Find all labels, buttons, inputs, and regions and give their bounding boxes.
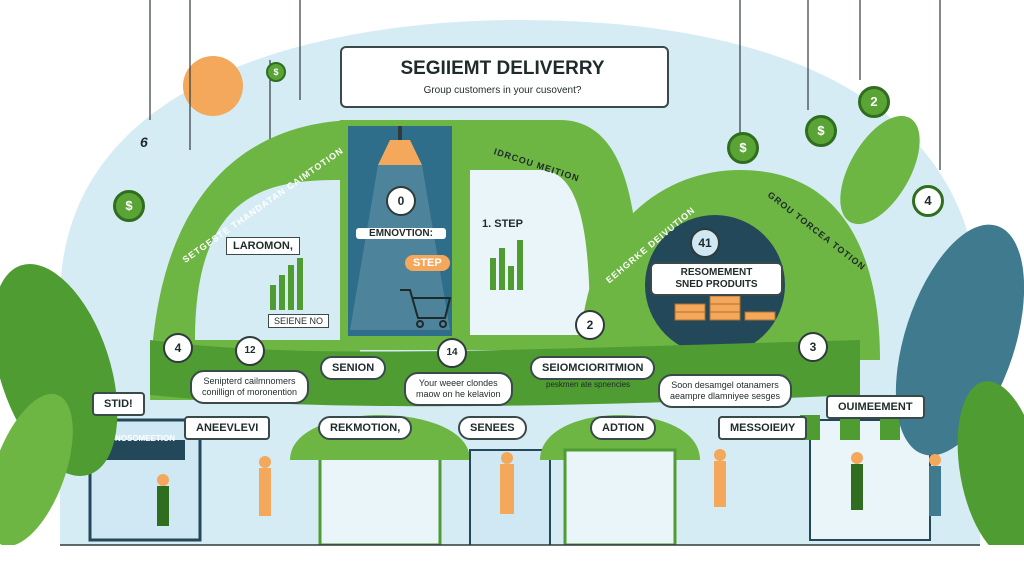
coin-six: 6 — [140, 134, 148, 150]
page-subtitle: Group customers in your cusovent? — [423, 85, 582, 96]
bar-chart-left — [270, 258, 303, 310]
note-center: Your weeer clondes maow on he kelavion — [404, 372, 513, 406]
coin-stack — [674, 295, 776, 321]
ground — [0, 545, 1024, 583]
sun-icon — [183, 56, 243, 116]
seienne-label: SEIENE NO — [268, 314, 330, 328]
pill-outmeement: OUIMEEMENT — [826, 395, 925, 419]
marker-2: 2 — [575, 310, 605, 340]
marker-14: 14 — [437, 338, 467, 368]
leaf-right-3 — [957, 381, 1024, 559]
arch-center-right-inner — [470, 170, 590, 335]
laromon-label: LAROMON, — [226, 237, 300, 255]
cart-icon — [400, 289, 452, 328]
store-right — [563, 448, 677, 547]
pill-seiomciortition: SEIOMCIORITMION — [530, 356, 656, 380]
pill-adtion: ADTION — [590, 416, 657, 440]
note-center-right: peskmen ate spnencies — [546, 380, 631, 389]
people — [157, 449, 941, 526]
badge-41: 41 — [690, 228, 720, 258]
arch-left-inner — [195, 180, 340, 340]
leaf-left-2 — [0, 393, 73, 547]
note-left: Senipterd cailmnomers conillign of moron… — [190, 370, 310, 404]
step-badge: STEP — [405, 255, 450, 271]
pill-senion: SENION — [320, 356, 387, 380]
resomement-label: RESOMEMENT SNED PRODUITS — [650, 262, 783, 296]
pill-stid: STID! — [92, 392, 145, 416]
marker-3: 3 — [798, 332, 828, 362]
store-sign-nosomeetion: NOSOMEETION — [114, 434, 175, 443]
page-title: SEGIIEMT DELIVERRY — [400, 58, 605, 79]
leaf-right-2 — [840, 115, 920, 225]
marker-12: 12 — [235, 336, 265, 366]
marker-4: 4 — [163, 333, 193, 363]
coin-four: 4 — [912, 185, 944, 217]
step-list-label: 1. STEP — [482, 218, 523, 230]
coin-right-a: $ — [727, 132, 759, 164]
pill-rekmotion: REKMOTION, — [318, 416, 413, 440]
pill-messoieny: MESSOIEИY — [718, 416, 808, 440]
coin-top-right: 2 — [858, 86, 890, 118]
coin-small: $ — [266, 62, 286, 82]
bar-chart-right — [490, 240, 523, 290]
note-right: Soon desamgel otanamers aeampre dlamniye… — [658, 374, 793, 408]
store-center-left — [318, 453, 442, 547]
arc-label-mid-left: EMNOVTION: — [356, 228, 446, 239]
coin-right-b: $ — [805, 115, 837, 147]
zero-badge: 0 — [386, 186, 416, 216]
title-card — [340, 46, 669, 108]
pill-aneevlev: ANEEVLEVI — [184, 416, 271, 440]
lamp-icon — [378, 140, 422, 165]
pill-senees: SENEES — [458, 416, 527, 440]
coin-left: $ — [113, 190, 145, 222]
